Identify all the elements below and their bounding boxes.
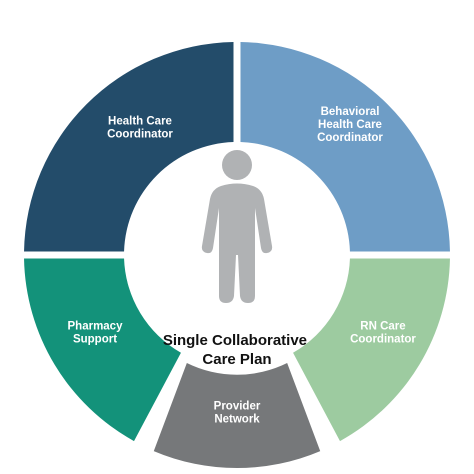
center-label: Single Collaborative Care Plan (163, 332, 311, 368)
segment-label-line: Coordinator (317, 132, 383, 144)
segment-label-line: RN Care (360, 321, 405, 333)
segment-rn-care-coordinator (293, 258, 450, 442)
segment-behavioral-health-care-coordinator (240, 42, 450, 252)
segment-pharmacy-support (24, 258, 181, 442)
segment-label-line: Network (214, 414, 260, 426)
segment-label-line: Support (73, 334, 117, 346)
center-label-line-2: Care Plan (202, 351, 271, 368)
segment-label-line: Provider (214, 401, 261, 413)
segment-label-line: Coordinator (350, 334, 416, 346)
segment-label-line: Behavioral (321, 106, 380, 118)
segment-label-line: Pharmacy (68, 321, 124, 333)
person-icon (201, 150, 273, 303)
segment-health-care-coordinator (24, 42, 234, 252)
segment-provider-network (153, 363, 321, 469)
segment-label-line: Health Care (318, 119, 382, 131)
center-label-line-1: Single Collaborative (163, 332, 307, 349)
segment-label-line: Health Care (108, 116, 172, 128)
segment-label-line: Coordinator (107, 129, 173, 141)
